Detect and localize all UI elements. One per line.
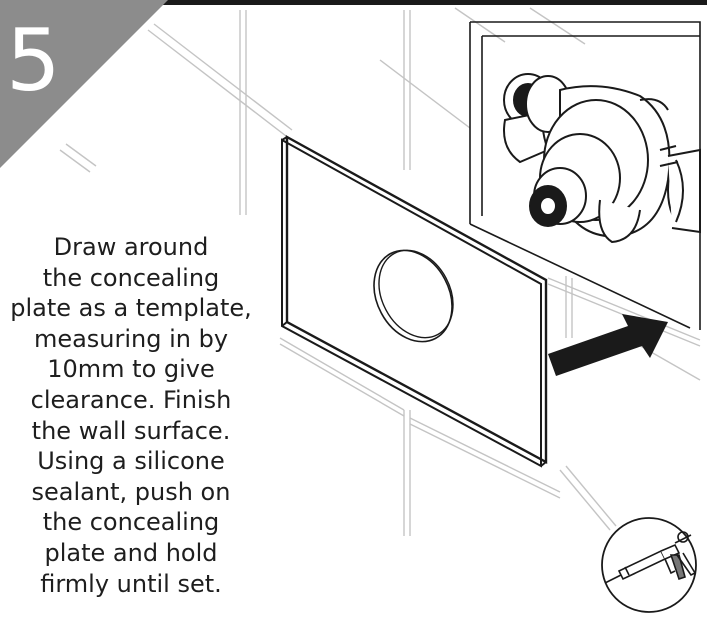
instruction-line: firmly until set. xyxy=(40,569,222,598)
instruction-line: 10mm to give xyxy=(47,355,215,384)
instruction-line: clearance. Finish xyxy=(30,385,232,414)
step-badge xyxy=(0,0,168,168)
instruction-line: the concealing xyxy=(42,263,220,292)
step-number: 5 xyxy=(6,11,61,111)
instruction-line: the concealing xyxy=(42,508,220,537)
thermostatic-valve-icon xyxy=(503,73,701,244)
top-rule xyxy=(0,0,707,5)
instruction-text: Draw around the concealing plate as a te… xyxy=(0,232,262,599)
instruction-line: the wall surface. xyxy=(31,416,231,445)
instruction-line: plate and hold xyxy=(44,538,218,567)
instruction-line: measuring in by xyxy=(33,324,229,353)
instruction-line: sealant, push on xyxy=(31,477,231,506)
push-arrow-icon xyxy=(548,314,668,376)
instruction-line: plate as a template, xyxy=(10,294,252,323)
instruction-line: Draw around xyxy=(53,233,209,261)
concealing-plate-icon xyxy=(281,134,548,468)
instruction-line: Using a silicone xyxy=(37,447,225,476)
wall-tiles xyxy=(59,7,701,536)
silicone-sealant-gun-icon xyxy=(601,517,697,613)
